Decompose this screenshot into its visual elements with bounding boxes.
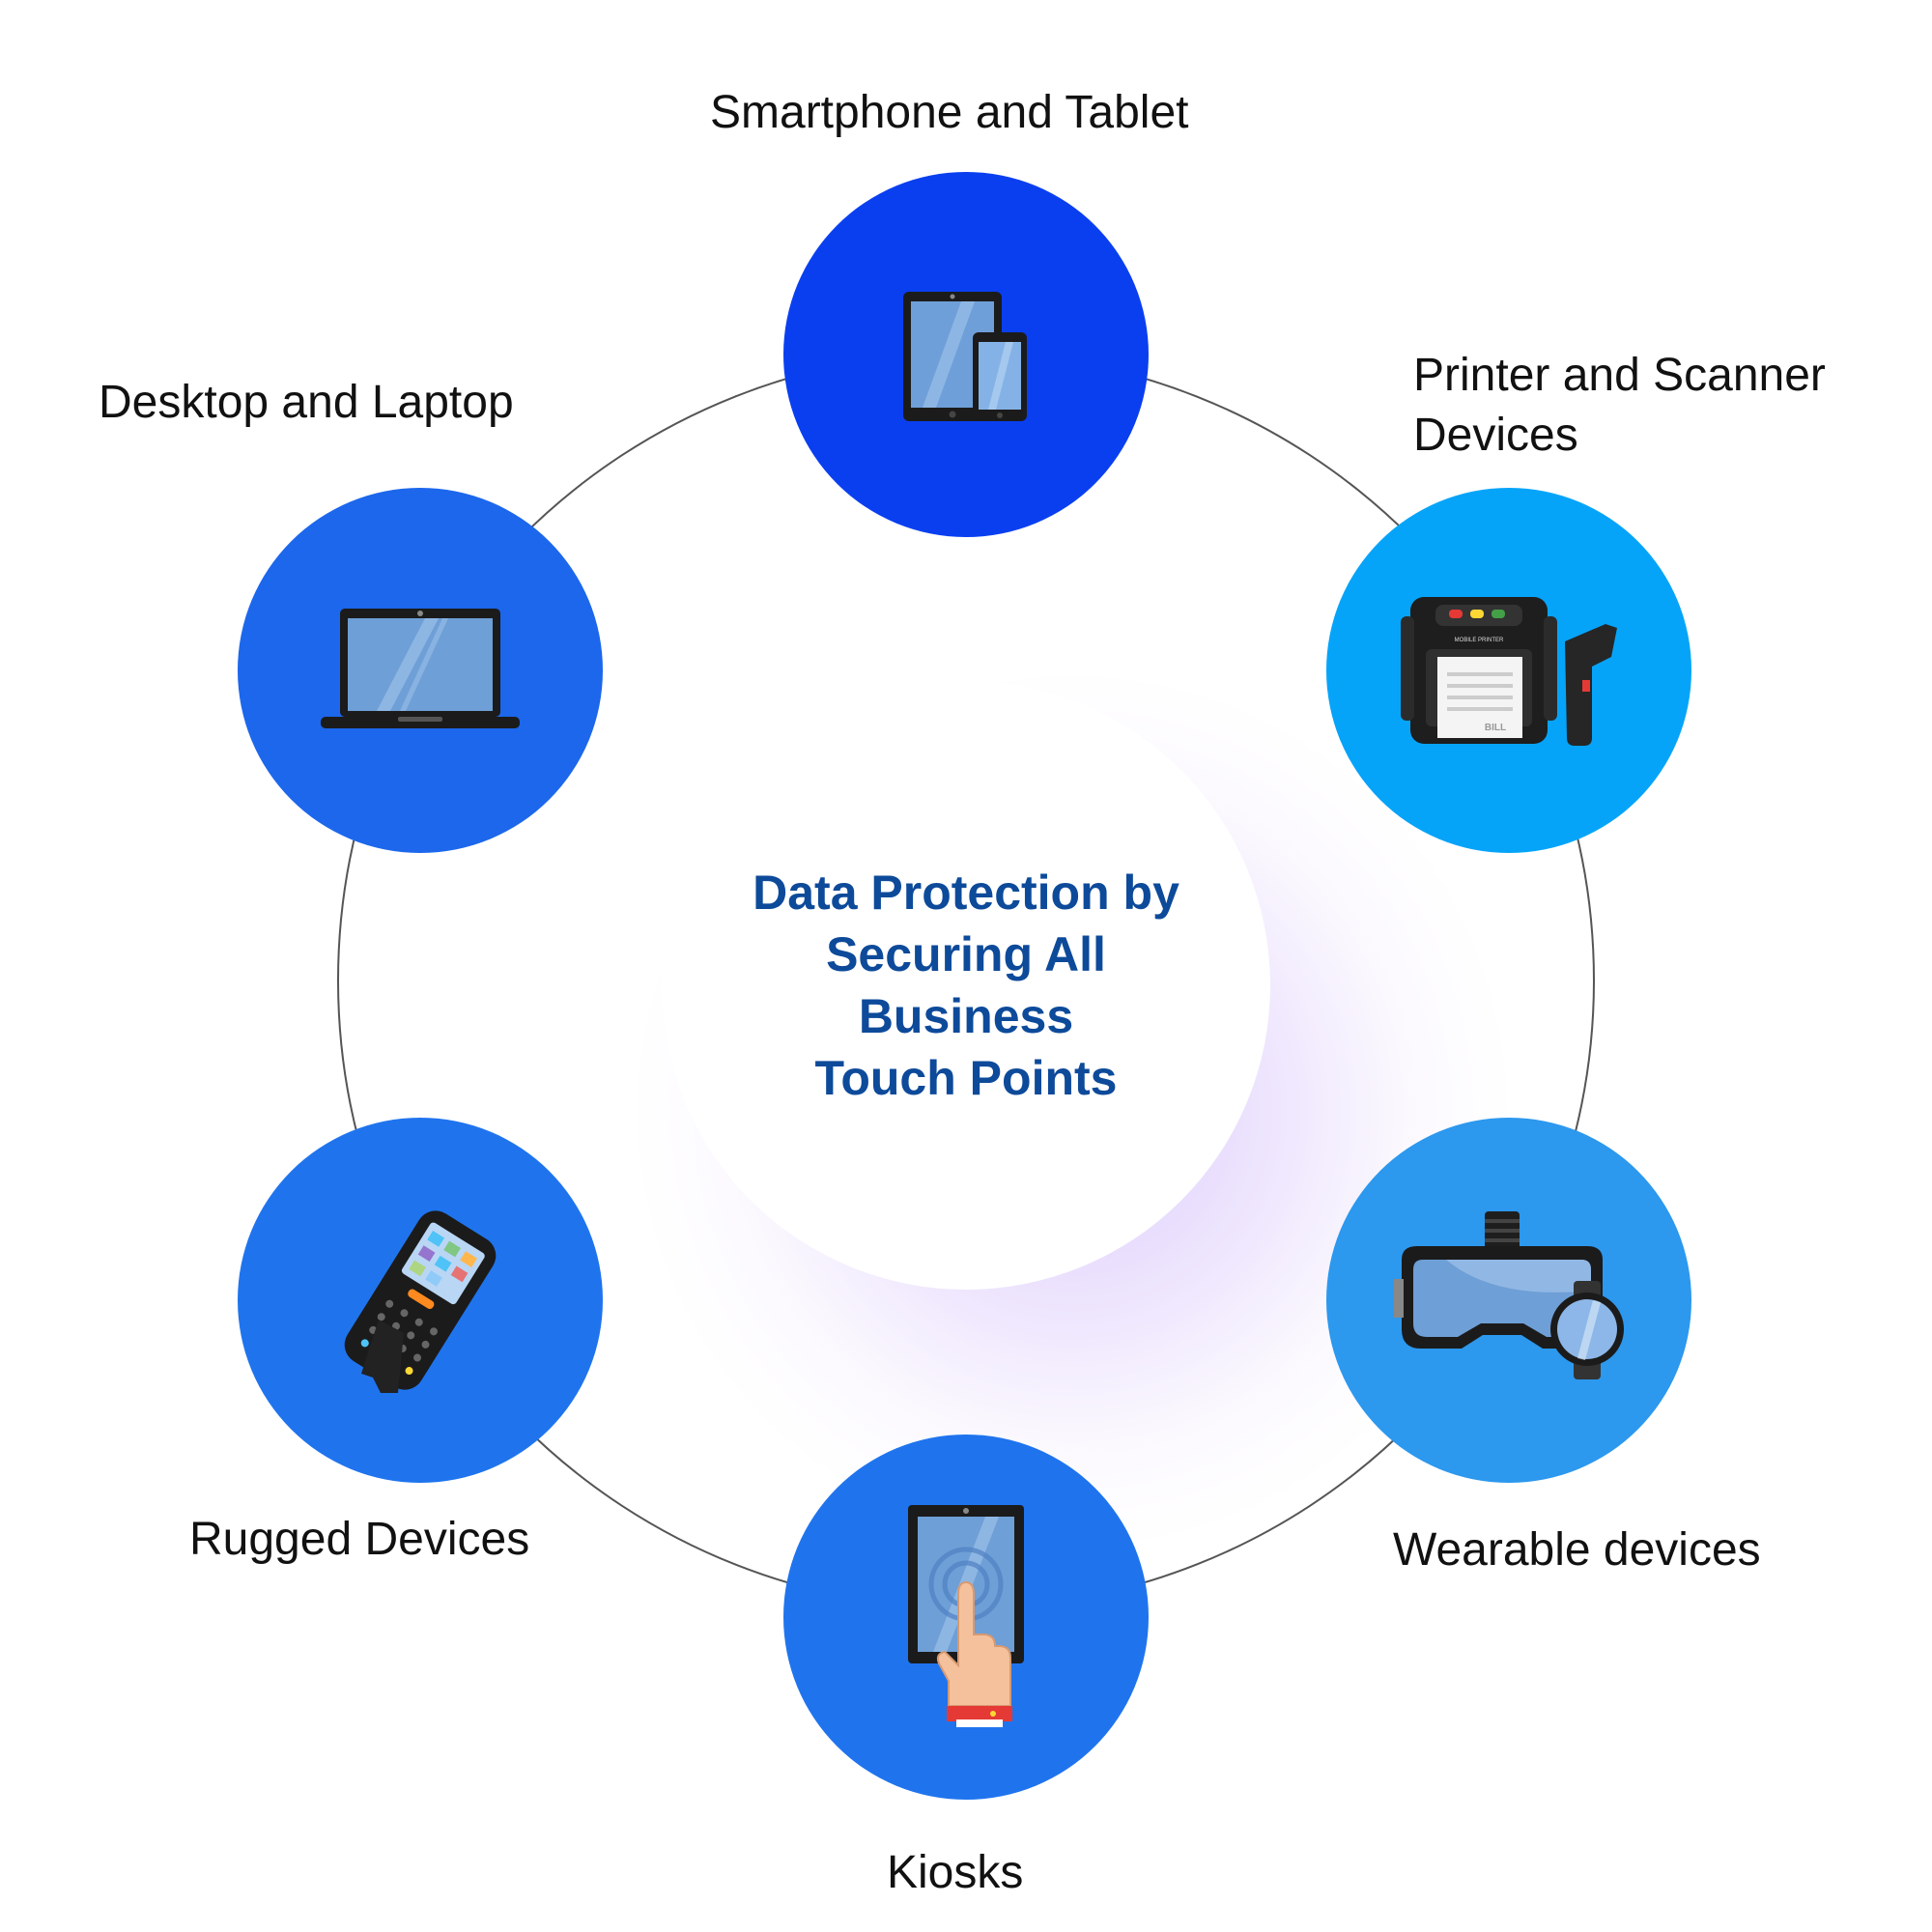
label-rugged: Rugged Devices — [189, 1514, 530, 1565]
bill-text: BILL — [1485, 723, 1506, 733]
printer-text: MOBILE PRINTER — [1455, 638, 1504, 643]
node-wearable — [1326, 1118, 1691, 1483]
smartphone-tablet-icon — [903, 292, 1027, 421]
laptop-icon — [321, 609, 520, 728]
kiosk-touch-icon — [908, 1505, 1024, 1727]
rugged-handheld-icon — [344, 1210, 497, 1393]
center-disc: Data Protection by Securing All Business… — [662, 681, 1270, 1290]
node-smartphone-tablet — [783, 172, 1149, 537]
node-printer-scanner: MOBILE PRINTER BILL — [1326, 488, 1691, 853]
label-wearable: Wearable devices — [1393, 1524, 1761, 1576]
vr-headset-smartwatch-icon — [1394, 1211, 1624, 1379]
label-smartphone-tablet: Smartphone and Tablet — [710, 87, 1189, 138]
printer-scanner-icon: MOBILE PRINTER BILL — [1401, 597, 1617, 746]
node-kiosk — [783, 1435, 1149, 1800]
node-desktop-laptop — [238, 488, 603, 853]
node-rugged — [238, 1118, 603, 1483]
label-printer-scanner: Printer and Scanner Devices — [1413, 350, 1826, 461]
label-desktop-laptop: Desktop and Laptop — [99, 377, 514, 428]
center-title: Data Protection by Securing All Business… — [753, 866, 1179, 1105]
label-kiosk: Kiosks — [887, 1847, 1024, 1898]
